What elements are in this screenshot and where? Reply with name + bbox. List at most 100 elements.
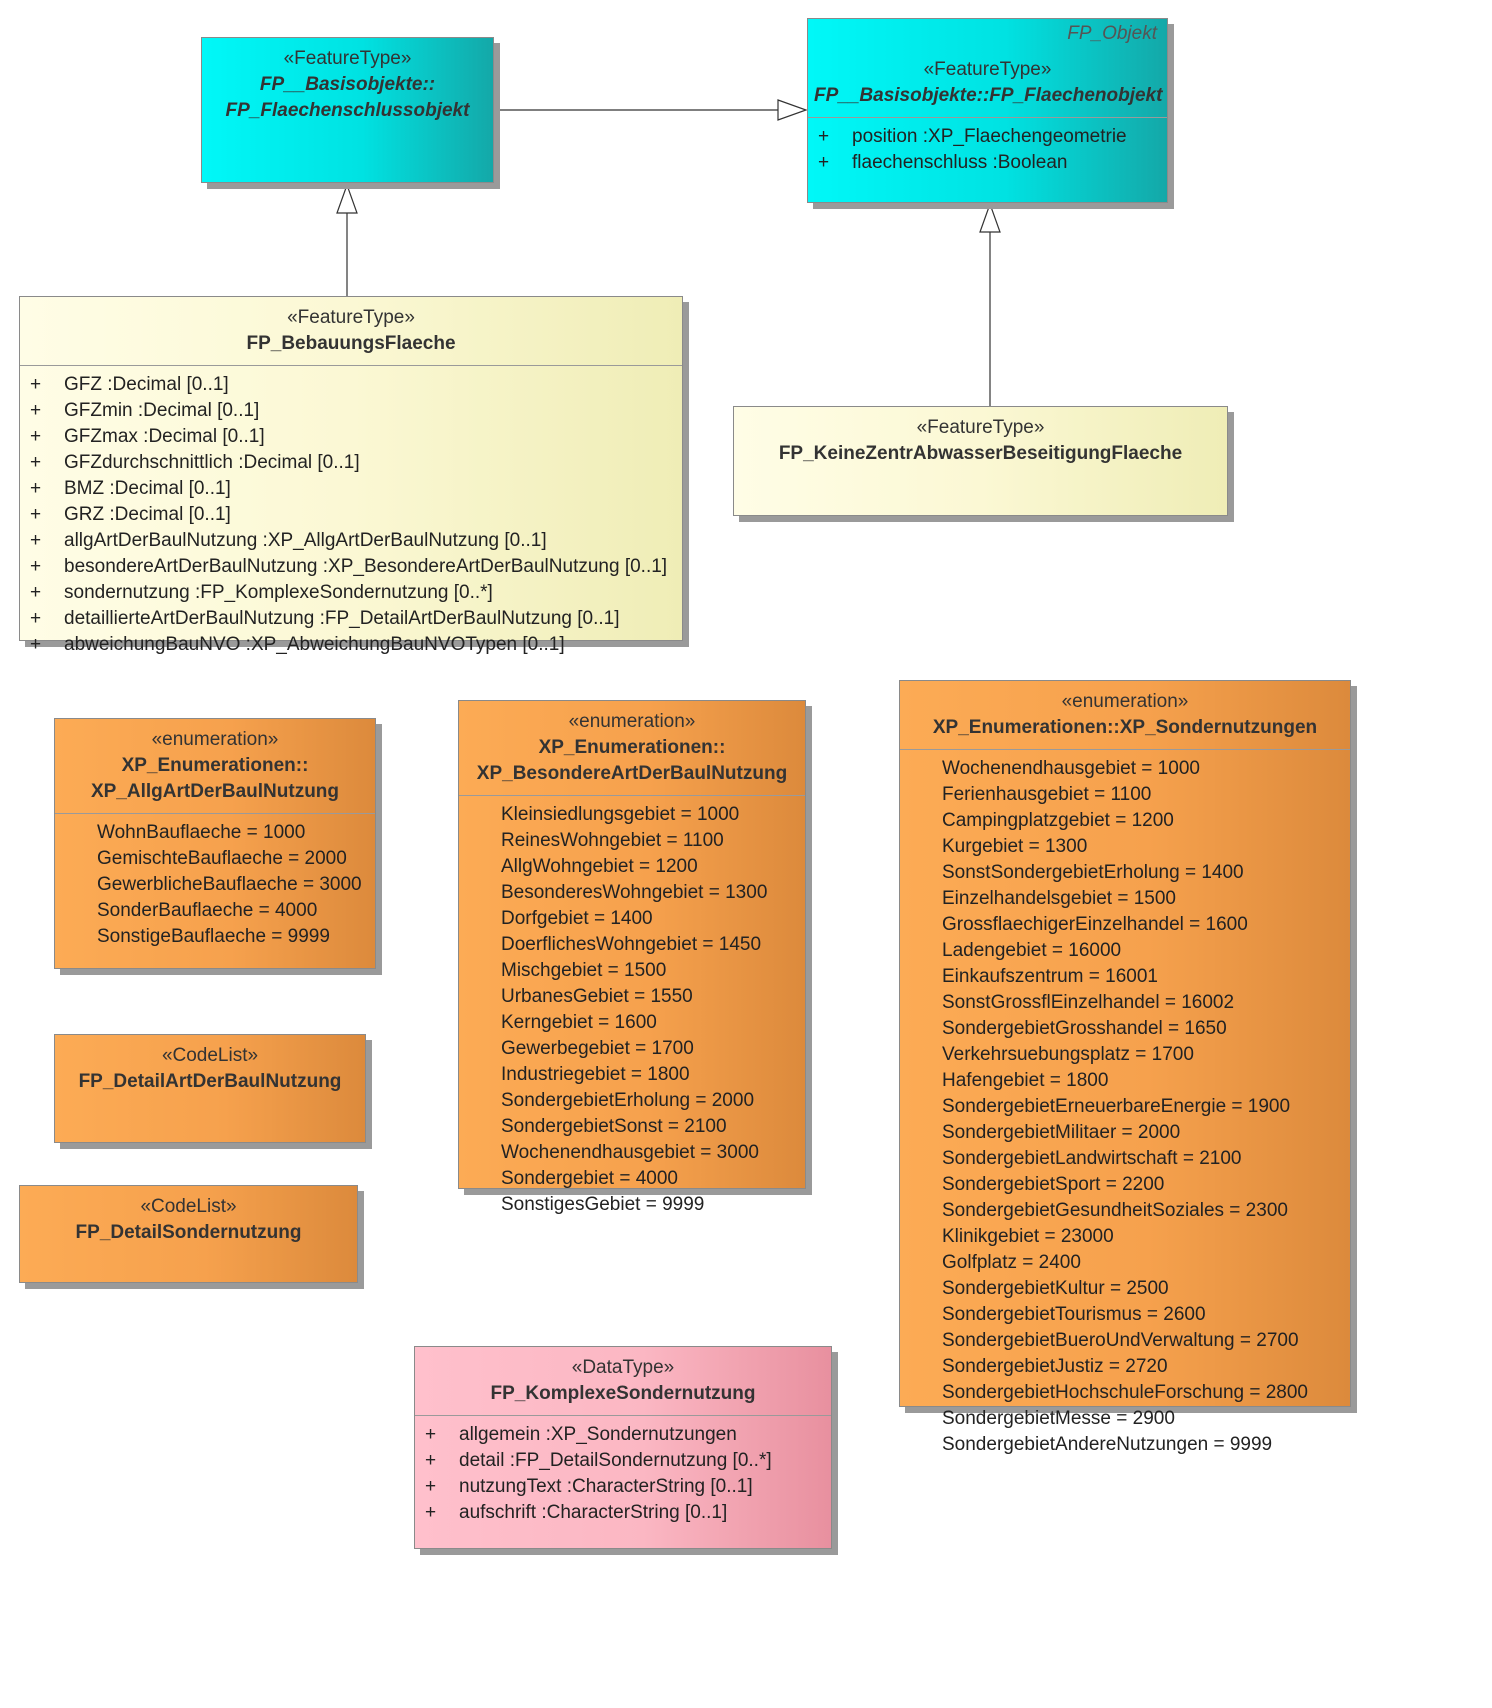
enum-literal: AllgWohngebiet = 1200 (501, 856, 698, 877)
class-fp-flaechenobjekt[interactable]: FP_Objekt «FeatureType» FP__Basisobjekte… (807, 18, 1168, 203)
enum-literal: SondergebietGrosshandel = 1650 (942, 1018, 1227, 1039)
attribute-row: +GFZmin :Decimal [0..1] (30, 400, 260, 421)
class-fp-bebauungsflaeche[interactable]: «FeatureType» FP_BebauungsFlaeche +GFZ :… (19, 296, 683, 655)
codelist-fp-detailartderbaulnutzung[interactable]: «CodeList» FP_DetailArtDerBaulNutzung (54, 1034, 366, 1143)
datatype-fp-komplexesondernutzung[interactable]: «DataType» FP_KomplexeSondernutzung +all… (414, 1346, 832, 1549)
attribute-row: +sondernutzung :FP_KomplexeSondernutzung… (30, 582, 493, 603)
enum-literal: Campingplatzgebiet = 1200 (942, 810, 1174, 831)
attribute-row: +abweichungBauNVO :XP_AbweichungBauNVOTy… (30, 634, 565, 655)
enum-literal: SondergebietErneuerbareEnergie = 1900 (942, 1096, 1291, 1117)
class-name-line-1: XP_Enumerationen:: (538, 737, 726, 758)
enum-literal: Gewerbegebiet = 1700 (501, 1038, 694, 1059)
enum-literal: SondergebietTourismus = 2600 (942, 1304, 1206, 1325)
literal-compartment: WohnBauflaeche = 1000 GemischteBauflaech… (55, 813, 375, 956)
enum-literal: Golfplatz = 2400 (942, 1252, 1081, 1273)
attribute-row: +detail :FP_DetailSondernutzung [0..*] (425, 1450, 772, 1471)
enum-literal: Verkehrsuebungsplatz = 1700 (942, 1044, 1194, 1065)
enum-literal: Kerngebiet = 1600 (501, 1012, 657, 1033)
enum-xp-allgartderbaulnutzung[interactable]: «enumeration» XP_Enumerationen:: XP_Allg… (54, 718, 376, 969)
enum-literal: SondergebietHochschuleForschung = 2800 (942, 1382, 1309, 1403)
enum-literal: SondergebietBueroUndVerwaltung = 2700 (942, 1330, 1299, 1351)
enum-literal: SondergebietSonst = 2100 (501, 1116, 727, 1137)
enum-literal: Wochenendhausgebiet = 3000 (501, 1142, 759, 1163)
generalization-arrowhead (336, 183, 358, 214)
stereotype-label: «FeatureType» (283, 48, 412, 69)
literal-compartment: Kleinsiedlungsgebiet = 1000 ReinesWohnge… (459, 795, 805, 1224)
enum-literal: SondergebietGesundheitSoziales = 2300 (942, 1200, 1288, 1221)
enum-literal: Einkaufszentrum = 16001 (942, 966, 1158, 987)
generalization-arrowhead (979, 202, 1001, 233)
enum-literal: Dorfgebiet = 1400 (501, 908, 653, 929)
attribute-row: +nutzungText :CharacterString [0..1] (425, 1476, 753, 1497)
enum-literal: SondergebietMilitaer = 2000 (942, 1122, 1181, 1143)
enum-literal: GewerblicheBauflaeche = 3000 (97, 874, 362, 895)
parent-package-label: FP_Objekt (1067, 23, 1157, 44)
stereotype-label: «FeatureType» (916, 417, 1045, 438)
enum-literal: Hafengebiet = 1800 (942, 1070, 1109, 1091)
stereotype-label: «FeatureType» (923, 59, 1052, 80)
enum-literal: Wochenendhausgebiet = 1000 (942, 758, 1200, 779)
enum-literal: SonderBauflaeche = 4000 (97, 900, 318, 921)
stereotype-label: «DataType» (571, 1357, 675, 1378)
stereotype-label: «CodeList» (161, 1045, 259, 1066)
class-name-line-2: XP_AllgArtDerBaulNutzung (90, 781, 340, 802)
enum-literal: SondergebietJustiz = 2720 (942, 1356, 1168, 1377)
enum-literal: GrossflaechigerEinzelhandel = 1600 (942, 914, 1248, 935)
class-fp-keinezentrabwasserbeseitigungflaeche[interactable]: «FeatureType» FP_KeineZentrAbwasserBesei… (733, 406, 1228, 516)
enum-literal: SondergebietKultur = 2500 (942, 1278, 1169, 1299)
attribute-compartment: +allgemein :XP_Sondernutzungen +detail :… (415, 1415, 831, 1532)
stereotype-label: «CodeList» (140, 1196, 237, 1217)
enum-literal: Ferienhausgebiet = 1100 (942, 784, 1152, 805)
stereotype-label: «enumeration» (568, 711, 696, 732)
attribute-row: +allgemein :XP_Sondernutzungen (425, 1424, 737, 1445)
enum-literal: SondergebietMesse = 2900 (942, 1408, 1175, 1429)
attribute-compartment: +GFZ :Decimal [0..1] +GFZmin :Decimal [0… (20, 365, 682, 664)
class-name-line-2: FP_Flaechenschlussobjekt (225, 100, 470, 121)
generalization-arrowhead (777, 99, 808, 121)
enum-literal: SonstSondergebietErholung = 1400 (942, 862, 1244, 883)
stereotype-label: «FeatureType» (287, 307, 415, 328)
attribute-row: +GFZ :Decimal [0..1] (30, 374, 229, 395)
enum-literal: SondergebietAndereNutzungen = 9999 (942, 1434, 1273, 1455)
attribute-compartment: +position :XP_Flaechengeometrie +flaeche… (808, 117, 1167, 182)
enum-literal: SondergebietSport = 2200 (942, 1174, 1165, 1195)
enum-literal: UrbanesGebiet = 1550 (501, 986, 693, 1007)
attribute-row: +GFZdurchschnittlich :Decimal [0..1] (30, 452, 360, 473)
class-name: FP_KomplexeSondernutzung (490, 1383, 756, 1404)
enum-literal: SonstigeBauflaeche = 9999 (97, 926, 330, 947)
enum-literal: Einzelhandelsgebiet = 1500 (942, 888, 1176, 909)
stereotype-label: «enumeration» (151, 729, 279, 750)
attribute-row: +BMZ :Decimal [0..1] (30, 478, 231, 499)
class-name: FP_DetailSondernutzung (75, 1222, 302, 1243)
attribute-row: +allgArtDerBaulNutzung :XP_AllgArtDerBau… (30, 530, 547, 551)
class-name: XP_Enumerationen::XP_Sondernutzungen (932, 717, 1318, 738)
enum-literal: Kurgebiet = 1300 (942, 836, 1088, 857)
enum-literal: SonstigesGebiet = 9999 (501, 1194, 705, 1215)
enum-xp-sondernutzungen[interactable]: «enumeration» XP_Enumerationen::XP_Sonde… (899, 680, 1351, 1455)
codelist-fp-detailsondernutzung[interactable]: «CodeList» FP_DetailSondernutzung (19, 1185, 358, 1283)
enum-literal: SonstGrossflEinzelhandel = 16002 (942, 992, 1235, 1013)
enum-literal: Klinikgebiet = 23000 (942, 1226, 1114, 1247)
class-name-line-2: XP_BesondereArtDerBaulNutzung (476, 763, 788, 784)
class-fp-flaechenschlussobjekt[interactable]: «FeatureType» FP__Basisobjekte:: FP_Flae… (201, 37, 494, 183)
enum-literal: Ladengebiet = 16000 (942, 940, 1122, 961)
class-name-line-1: FP__Basisobjekte:: (259, 74, 436, 95)
class-name: FP_DetailArtDerBaulNutzung (78, 1071, 342, 1092)
attribute-row: +position :XP_Flaechengeometrie (818, 126, 1127, 147)
attribute-row: +besondereArtDerBaulNutzung :XP_Besonder… (30, 556, 668, 577)
enum-literal: BesonderesWohngebiet = 1300 (501, 882, 768, 903)
enum-literal: Industriegebiet = 1800 (501, 1064, 690, 1085)
enum-xp-besondereartderbaulnutzung[interactable]: «enumeration» XP_Enumerationen:: XP_Beso… (458, 700, 806, 1215)
enum-literal: Kleinsiedlungsgebiet = 1000 (501, 804, 740, 825)
enum-literal: Sondergebiet = 4000 (501, 1168, 678, 1189)
class-name-line-1: XP_Enumerationen:: (121, 755, 309, 776)
class-name: FP_BebauungsFlaeche (246, 333, 456, 354)
attribute-row: +GFZmax :Decimal [0..1] (30, 426, 265, 447)
attribute-row: +detaillierteArtDerBaulNutzung :FP_Detai… (30, 608, 620, 629)
literal-compartment: Wochenendhausgebiet = 1000 Ferienhausgeb… (900, 749, 1350, 1464)
enum-literal: GemischteBauflaeche = 2000 (97, 848, 347, 869)
attribute-row: +GRZ :Decimal [0..1] (30, 504, 231, 525)
stereotype-label: «enumeration» (1061, 691, 1189, 712)
class-name: FP__Basisobjekte::FP_Flaechenobjekt (814, 85, 1163, 106)
